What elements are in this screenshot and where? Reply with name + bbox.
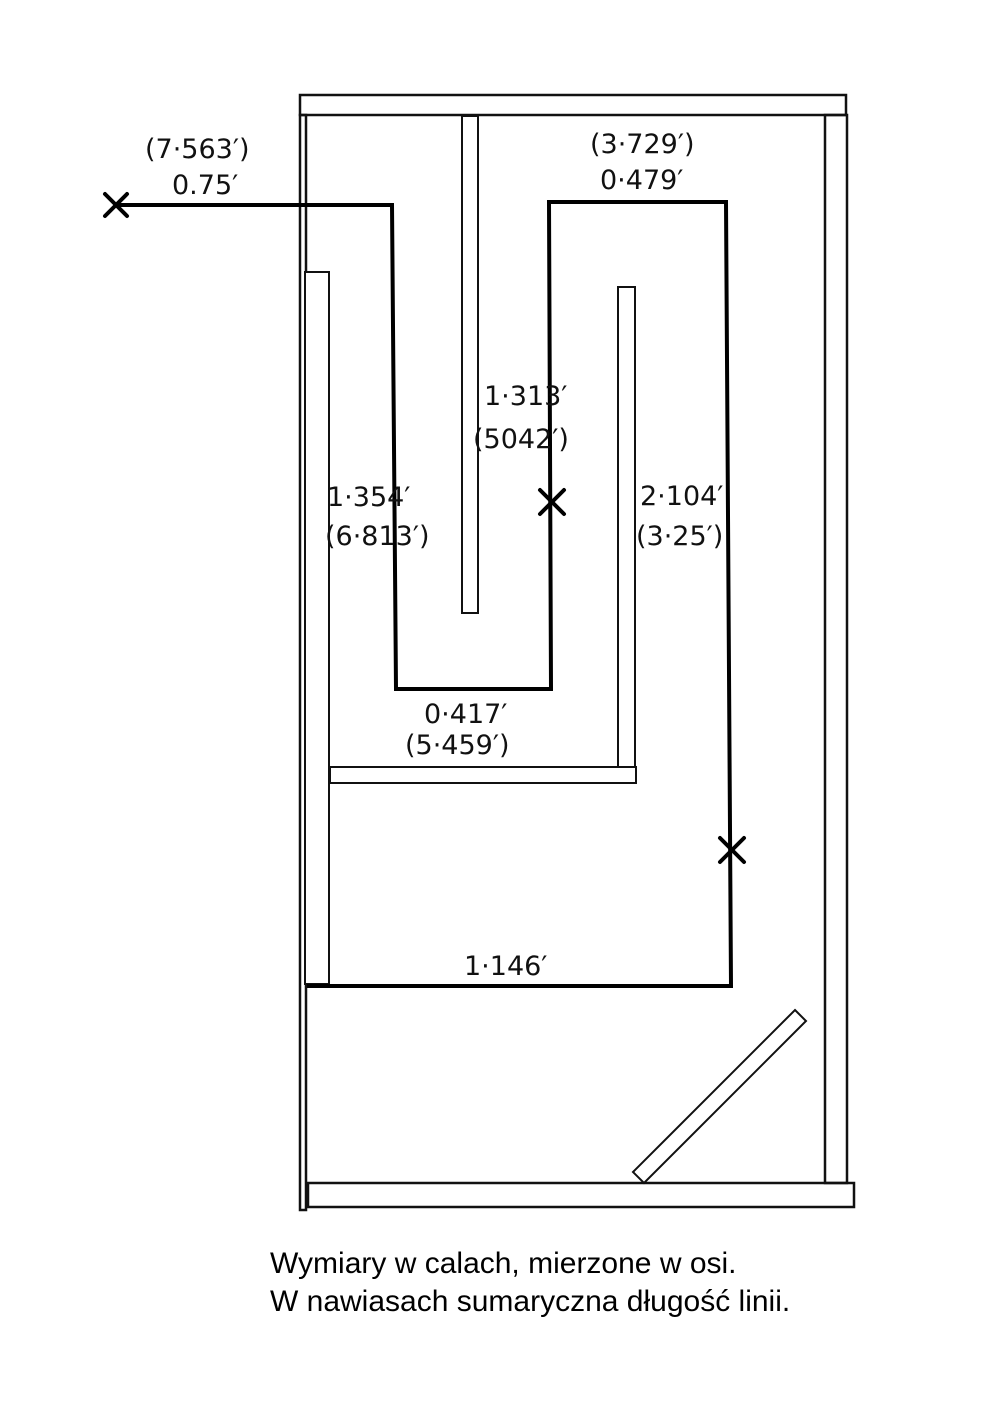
- right-vertical-cumulative-label: (3·25′): [636, 521, 723, 552]
- left-vertical-cumulative-label: (6·813′): [325, 521, 430, 552]
- x-markers: [103, 192, 746, 864]
- bottom-u-length-label: 0·417′: [424, 699, 507, 730]
- top-right-length-label: 0·479′: [600, 165, 683, 196]
- mid-x-marker: [538, 488, 566, 516]
- right-vertical-length-label: 2·104′: [640, 481, 723, 512]
- caption: Wymiary w calach, mierzone w osi. W nawi…: [270, 1245, 790, 1321]
- right-x-marker: [718, 836, 746, 864]
- bottom-segment-length-label: 1·146′: [464, 951, 547, 982]
- inner-vertical-length-label: 1·313′: [484, 381, 567, 412]
- top-wall: [298, 93, 848, 117]
- top-right-cumulative-label: (3·729′): [590, 129, 695, 160]
- left-inner-baffle: [304, 271, 330, 985]
- caption-line-1: Wymiary w calach, mierzone w osi.: [270, 1247, 737, 1280]
- right-inner-baffle: [617, 286, 636, 770]
- internal-baffles: [304, 115, 808, 1185]
- inlet-length-label: 0.75′: [172, 170, 238, 201]
- bottom-u-cumulative-label: (5·459′): [405, 730, 510, 761]
- right-wall: [823, 113, 849, 1185]
- left-vertical-length-label: 1·354′: [327, 482, 410, 513]
- inner-vertical-cumulative-label: (5042′): [473, 424, 569, 455]
- diagonal-baffle: [631, 1008, 808, 1185]
- inlet-x-marker: [103, 192, 129, 218]
- line-path: [116, 200, 734, 988]
- inlet-cumulative-label: (7·563′): [145, 134, 250, 165]
- caption-line-2: W nawiasach sumaryczna długość linii.: [270, 1285, 791, 1318]
- horizontal-baffle: [329, 766, 637, 784]
- bottom-wall: [306, 1181, 856, 1209]
- center-baffle: [461, 115, 479, 614]
